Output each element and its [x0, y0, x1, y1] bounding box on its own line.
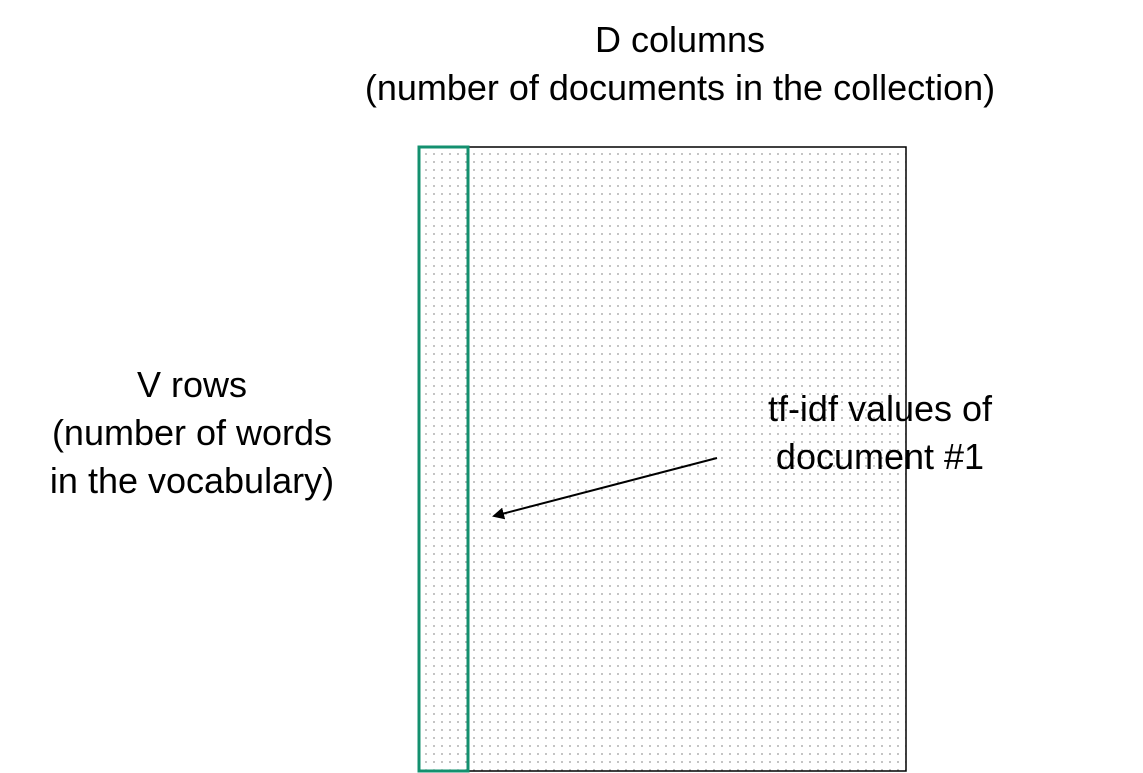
columns-label: D columns (number of documents in the co… — [250, 16, 1110, 112]
arrow — [492, 457, 718, 520]
columns-label-title: D columns — [594, 19, 766, 60]
rows-label-description-line1: (number of words — [51, 412, 333, 453]
column-annotation-line1: tf-idf values of — [767, 388, 993, 429]
document-column-highlight — [417, 145, 470, 773]
rows-label-description-line2: in the vocabulary) — [49, 460, 335, 501]
matrix-rectangle — [418, 146, 907, 772]
column-annotation-line2: document #1 — [775, 436, 985, 477]
rows-label-title: V rows — [136, 364, 248, 405]
columns-label-description: (number of documents in the collection) — [364, 67, 996, 108]
rows-label: V rows (number of words in the vocabular… — [0, 361, 384, 505]
column-annotation-label: tf-idf values of document #1 — [700, 385, 1060, 481]
